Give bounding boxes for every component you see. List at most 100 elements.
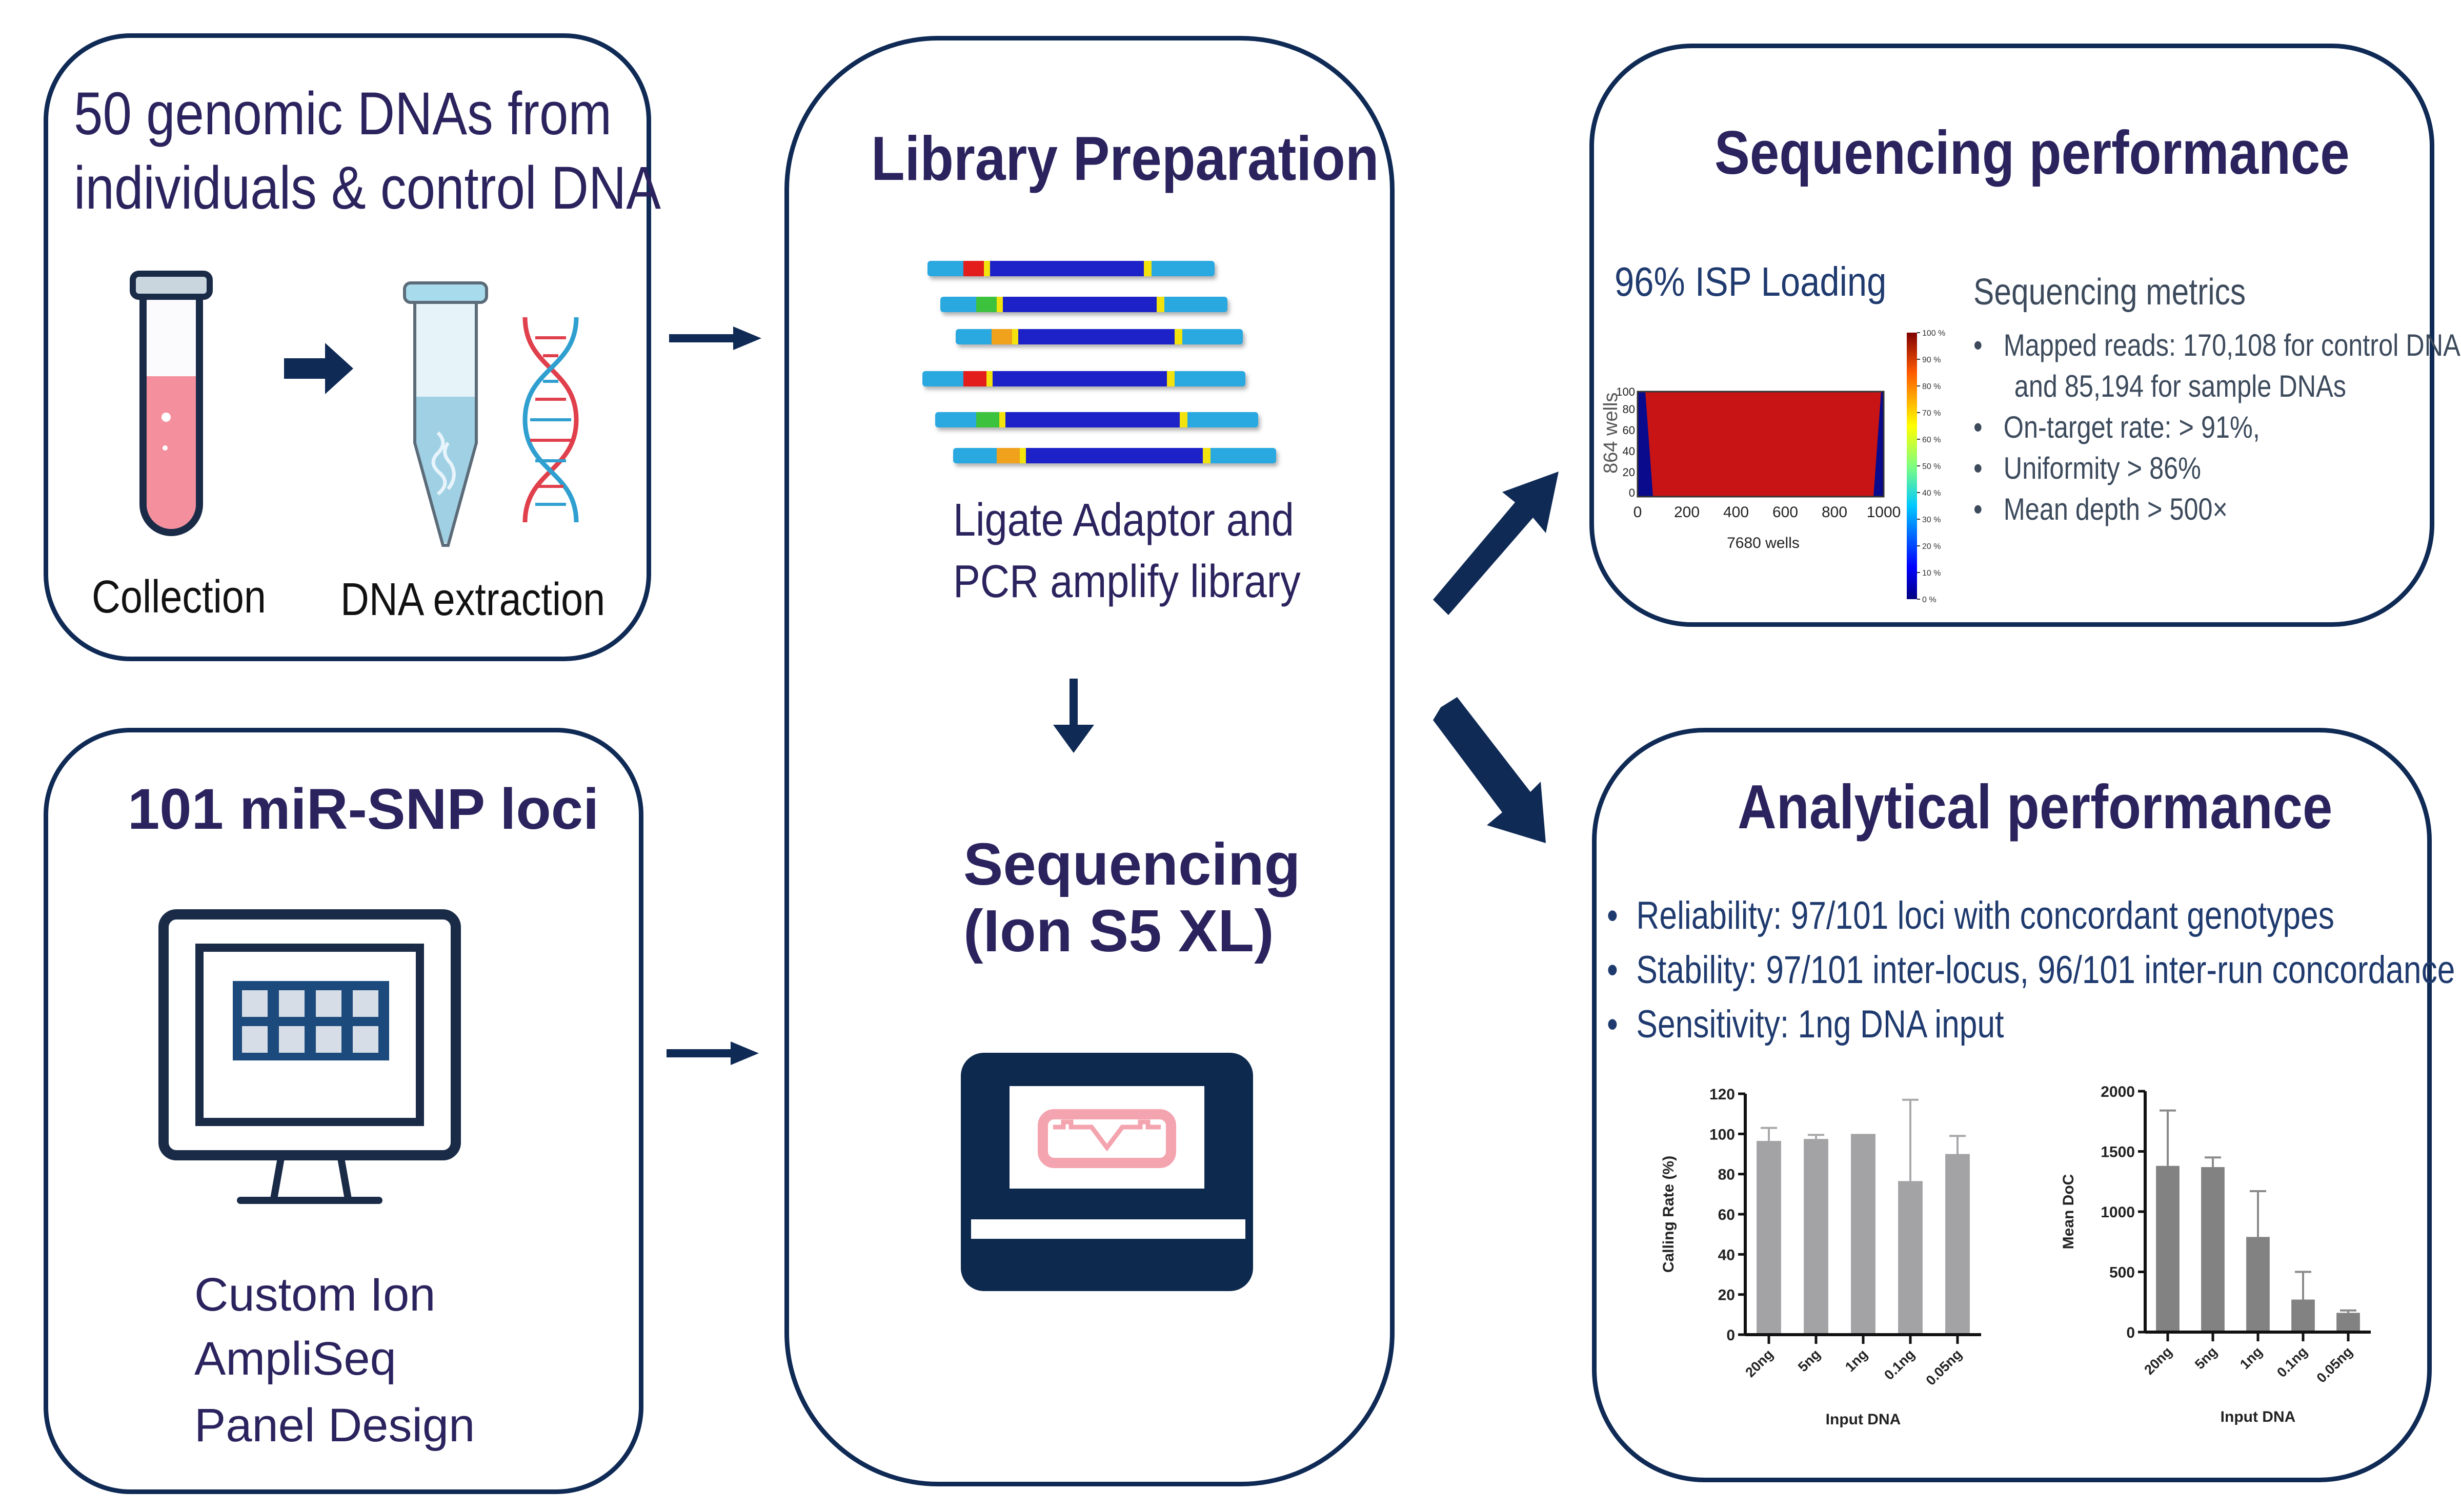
bar-0.05ng bbox=[1945, 1154, 1970, 1335]
analytical-title: Analytical performance bbox=[1738, 772, 2333, 842]
colorbar-ticks: 100 %90 %80 %70 %60 %50 %40 %30 %20 %10 … bbox=[1917, 329, 1945, 604]
x-axis-label: Input DNA bbox=[1826, 1411, 1901, 1428]
x-tick-label: 20ng bbox=[2141, 1344, 2175, 1378]
library-caption-line2: PCR amplify library bbox=[953, 556, 1301, 607]
metrics-list: Mapped reads: 170,108 for control DNA an… bbox=[1973, 325, 2460, 530]
heatmap-ylabel: 864 wells bbox=[1600, 393, 1622, 474]
dna-fragments-icon bbox=[922, 261, 1276, 463]
svg-text:20: 20 bbox=[1623, 466, 1635, 479]
bar-0.1ng bbox=[2291, 1299, 2315, 1332]
metric-item: Uniformity > 86% bbox=[1973, 448, 2460, 489]
library-sequencing-panel: Library Preparation Ligate Adaptor and P… bbox=[784, 36, 1395, 1486]
analytical-bullet: Stability: 97/101 inter-locus, 96/101 in… bbox=[1607, 943, 2455, 997]
svg-text:80: 80 bbox=[1623, 403, 1635, 416]
heatmap-yticks: 0 20 40 60 80 100 bbox=[1616, 385, 1635, 499]
sequencing-title-line1: Sequencing bbox=[963, 831, 1301, 897]
bar-5ng bbox=[2201, 1167, 2225, 1332]
panel-design-caption-line2: AmpliSeq bbox=[194, 1333, 396, 1385]
colorbar-tick-label: 50 % bbox=[1922, 462, 1941, 471]
arrow-right-icon bbox=[284, 343, 353, 394]
x-tick-label: 20ng bbox=[1742, 1346, 1776, 1380]
bar-1ng bbox=[2246, 1237, 2270, 1332]
colorbar-tick-label: 0 % bbox=[1922, 596, 1936, 604]
heatmap-colorbar bbox=[1907, 333, 1917, 599]
y-tick-label: 60 bbox=[1718, 1207, 1735, 1223]
svg-text:100: 100 bbox=[1616, 385, 1635, 398]
svg-text:200: 200 bbox=[1674, 504, 1700, 521]
svg-text:1000: 1000 bbox=[1867, 504, 1901, 521]
colorbar-tick-label: 100 % bbox=[1922, 329, 1945, 338]
metric-item-continuation: and 85,194 for sample DNAs bbox=[2014, 369, 2346, 403]
colorbar-tick-label: 90 % bbox=[1922, 356, 1941, 364]
y-tick-label: 100 bbox=[1709, 1126, 1735, 1143]
library-caption-line1: Ligate Adaptor and bbox=[953, 495, 1294, 546]
dna-extraction-label: DNA extraction bbox=[340, 574, 606, 625]
bar-20ng bbox=[1757, 1141, 1781, 1335]
panel-design-title: 101 miR-SNP loci bbox=[128, 777, 599, 841]
colorbar-tick-label: 20 % bbox=[1922, 542, 1941, 551]
sample-panel-title-line1: 50 genomic DNAs from bbox=[74, 80, 612, 148]
panel-design-panel: 101 miR-SNP loci Custom Ion AmpliSeq Pan… bbox=[44, 728, 643, 1494]
arrow-down-right-icon bbox=[1433, 697, 1546, 843]
sequencer-icon bbox=[961, 1053, 1253, 1291]
y-tick-label: 80 bbox=[1718, 1167, 1735, 1183]
metrics-title: Sequencing metrics bbox=[1973, 272, 2246, 313]
svg-text:40: 40 bbox=[1623, 445, 1635, 458]
test-tube-icon bbox=[130, 271, 213, 536]
arrow-up-right-icon bbox=[1433, 472, 1559, 615]
monitor-grid-icon bbox=[158, 909, 461, 1204]
x-tick-label: 5ng bbox=[1795, 1346, 1823, 1375]
svg-text:0: 0 bbox=[1629, 486, 1635, 499]
microtube-icon bbox=[403, 281, 488, 547]
y-tick-label: 2000 bbox=[2101, 1084, 2135, 1100]
colorbar-tick-label: 30 % bbox=[1922, 516, 1941, 524]
y-tick-label: 0 bbox=[2126, 1324, 2135, 1341]
isp-heatmap: 864 wells 0 200 400 600 800 1000 0 20 40… bbox=[1600, 329, 1945, 604]
svg-text:400: 400 bbox=[1723, 504, 1749, 521]
y-tick-label: 20 bbox=[1718, 1287, 1735, 1304]
analytical-bullets: Reliability: 97/101 loci with concordant… bbox=[1607, 889, 2455, 1052]
y-tick-label: 0 bbox=[1726, 1327, 1735, 1344]
heatmap-xticks: 0 200 400 600 800 1000 bbox=[1633, 504, 1901, 521]
svg-text:0: 0 bbox=[1633, 504, 1642, 521]
heatmap-xlabel: 7680 wells bbox=[1727, 535, 1800, 551]
svg-text:800: 800 bbox=[1822, 504, 1847, 521]
y-tick-label: 1000 bbox=[2101, 1204, 2135, 1221]
colorbar-tick-label: 10 % bbox=[1922, 569, 1941, 578]
x-tick-label: 5ng bbox=[2192, 1344, 2220, 1372]
analytical-bullet: Sensitivity: 1ng DNA input bbox=[1607, 997, 2455, 1052]
arrow-down-icon bbox=[1053, 679, 1094, 753]
arrow-right-icon bbox=[669, 326, 761, 350]
x-tick-label: 1ng bbox=[2237, 1344, 2265, 1372]
sample-panel-title-line2: individuals & control DNA bbox=[74, 154, 661, 222]
colorbar-tick-label: 70 % bbox=[1922, 409, 1941, 418]
panel-design-caption-line1: Custom Ion bbox=[194, 1269, 436, 1321]
seq-perf-title: Sequencing performance bbox=[1714, 118, 2350, 187]
x-tick-label: 1ng bbox=[1842, 1346, 1870, 1375]
sequencing-performance-panel: Sequencing performance 96% ISP Loading 8… bbox=[1589, 44, 2460, 627]
x-tick-label: 0.1ng bbox=[1881, 1346, 1918, 1383]
svg-text:60: 60 bbox=[1623, 424, 1635, 437]
x-tick-label: 0.1ng bbox=[2274, 1344, 2310, 1380]
dna-helix-icon bbox=[522, 317, 579, 522]
library-prep-title: Library Preparation bbox=[871, 124, 1379, 193]
y-tick-label: 1500 bbox=[2101, 1144, 2135, 1161]
metric-item: Mapped reads: 170,108 for control DNA bbox=[1973, 325, 2460, 366]
bar-0.1ng bbox=[1898, 1181, 1923, 1335]
y-axis-label: Calling Rate (%) bbox=[1660, 1156, 1677, 1273]
analytical-performance-panel: Analytical performance Reliability: 97/1… bbox=[1592, 728, 2455, 1482]
x-axis-label: Input DNA bbox=[2221, 1408, 2296, 1425]
collection-label: Collection bbox=[92, 571, 266, 623]
metric-item: On-target rate: > 91%, bbox=[1973, 407, 2460, 448]
x-tick-label: 0.05ng bbox=[2314, 1344, 2356, 1386]
colorbar-tick-label: 40 % bbox=[1922, 489, 1941, 498]
y-axis-label: Mean DoC bbox=[2060, 1174, 2077, 1250]
panel-design-caption-line3: Panel Design bbox=[194, 1399, 475, 1452]
metric-item: Mean depth > 500× bbox=[1973, 489, 2460, 530]
arrow-right-icon bbox=[667, 1041, 759, 1065]
bar-20ng bbox=[2156, 1166, 2180, 1332]
svg-text:600: 600 bbox=[1772, 504, 1798, 521]
colorbar-tick-label: 60 % bbox=[1922, 436, 1941, 444]
y-tick-label: 500 bbox=[2109, 1264, 2135, 1281]
